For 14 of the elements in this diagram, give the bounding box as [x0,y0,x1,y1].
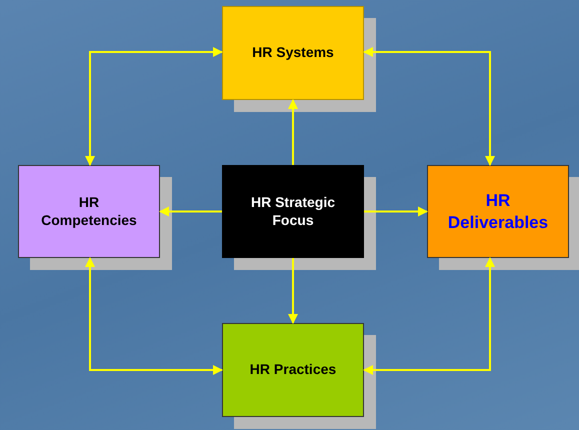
arrow [159,206,222,216]
box-label: HR Strategic Focus [250,194,336,229]
arrow [85,47,223,166]
arrow [85,257,223,375]
process-box [222,165,364,258]
arrow [363,257,495,375]
arrow [288,99,298,165]
box-label: HR Systems [252,44,334,62]
arrow [364,206,428,216]
box-label: HR Deliverables [446,190,550,233]
arrow [288,258,298,324]
arrow [363,47,495,166]
box-label: HR Competencies [40,194,138,229]
box-label: HR Practices [250,361,336,379]
